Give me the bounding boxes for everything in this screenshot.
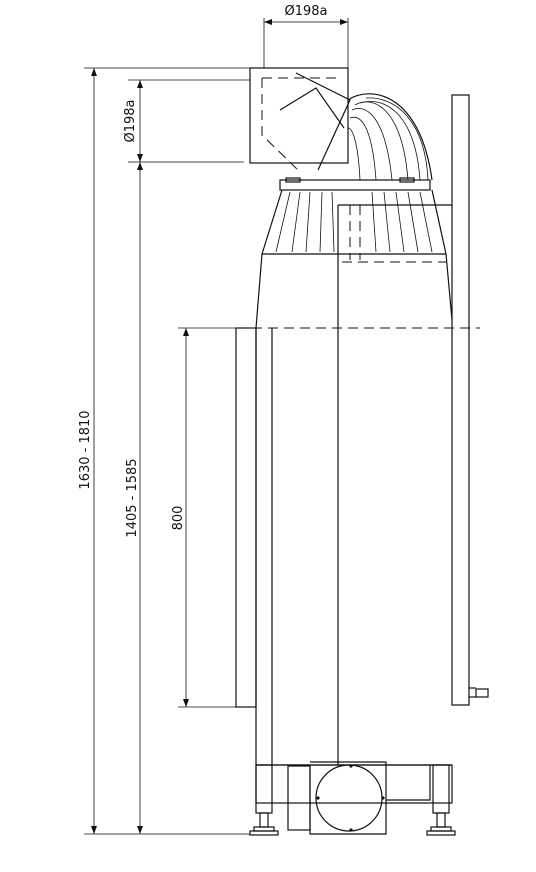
back-wall-panel xyxy=(451,94,489,706)
flue-top-diameter-label: Ø198a xyxy=(284,4,327,19)
flue-side-diameter-label: Ø198a xyxy=(123,99,138,142)
door-height-label: 800 xyxy=(171,506,186,531)
dimension-connection-height: 1405 - 1585 xyxy=(125,162,143,834)
convection-dome xyxy=(279,93,433,191)
dimension-door-height: 800 xyxy=(171,327,236,708)
dimension-flue-top: Ø198a xyxy=(263,4,349,68)
dimension-flue-side: Ø198a xyxy=(123,79,250,163)
base-fan-housing xyxy=(255,761,453,835)
flue-collar xyxy=(249,67,351,173)
total-height-label: 1630 - 1810 xyxy=(78,410,93,489)
legs-and-feet xyxy=(249,764,456,836)
heat-exchanger-fins xyxy=(261,189,447,263)
fireplace-body xyxy=(235,204,480,766)
dimension-total-height: 1630 - 1810 xyxy=(78,67,250,835)
connection-height-label: 1405 - 1585 xyxy=(125,458,140,537)
